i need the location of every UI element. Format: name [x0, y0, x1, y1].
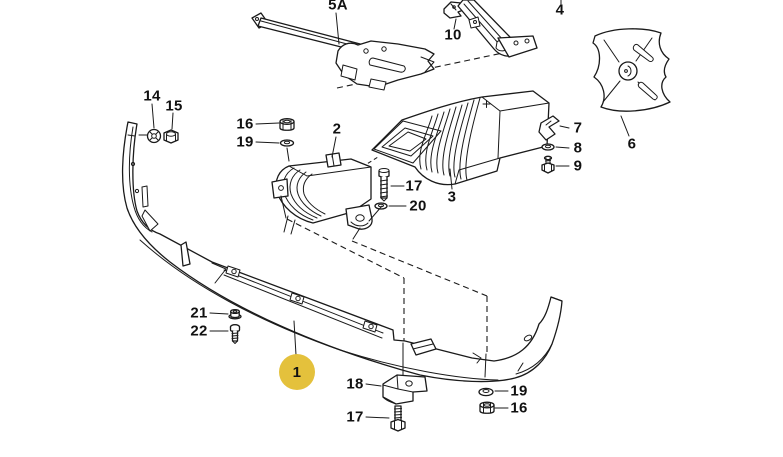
part-fog-light [271, 152, 373, 235]
callout-7[interactable]: 7 [573, 119, 583, 137]
washer-19-upper [279, 139, 295, 147]
washer-14 [146, 128, 162, 144]
bolt-17-bottom [390, 405, 406, 432]
part-rail-4 [457, 0, 538, 58]
bolt-9 [541, 155, 555, 174]
fasteners [146, 115, 560, 432]
washer-8 [541, 143, 555, 151]
callout-17-bottom[interactable]: 17 [346, 408, 364, 426]
callout-19-bottom[interactable]: 19 [510, 382, 528, 400]
leader-lines [138, 0, 630, 419]
callout-6[interactable]: 6 [627, 135, 637, 153]
callout-2[interactable]: 2 [332, 120, 342, 138]
callout-1-highlighted[interactable]: 1 [279, 354, 315, 390]
callout-16-upper[interactable]: 16 [236, 115, 254, 133]
nut-16-bottom [479, 401, 495, 414]
callout-5a[interactable]: 5A [328, 0, 348, 14]
callout-9[interactable]: 9 [573, 157, 583, 175]
part-bracket-5a [251, 12, 435, 91]
washer-19-bottom [478, 387, 494, 397]
callout-10[interactable]: 10 [444, 26, 462, 44]
part-spoiler [121, 121, 563, 383]
callout-8[interactable]: 8 [573, 139, 583, 157]
callout-22[interactable]: 22 [190, 322, 208, 340]
bolt-22 [229, 324, 241, 344]
part-air-duct [371, 90, 550, 186]
callout-4[interactable]: 4 [555, 1, 565, 19]
nut-16-upper [279, 118, 295, 131]
callout-20[interactable]: 20 [409, 197, 427, 215]
bolt-17-mid [378, 168, 390, 202]
callout-21[interactable]: 21 [190, 304, 208, 322]
clip-7 [538, 115, 560, 141]
callout-16-bottom[interactable]: 16 [510, 399, 528, 417]
callout-17-mid[interactable]: 17 [405, 177, 423, 195]
callout-3[interactable]: 3 [447, 188, 457, 206]
callout-19-upper[interactable]: 19 [236, 133, 254, 151]
bracket-18 [382, 374, 428, 405]
nut-15 [163, 129, 179, 144]
callout-15[interactable]: 15 [165, 97, 183, 115]
callout-14[interactable]: 14 [143, 87, 161, 105]
washer-20 [374, 202, 388, 210]
callout-18[interactable]: 18 [346, 375, 364, 393]
nut-21 [228, 308, 242, 320]
part-plate-6 [592, 28, 671, 112]
